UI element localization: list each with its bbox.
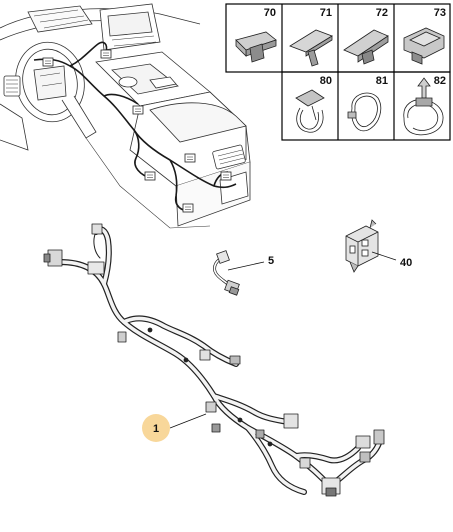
grid-cell-71: 71 [289, 7, 333, 67]
callout-1: 1 [153, 423, 159, 435]
arrow-cable-tie-icon [403, 77, 444, 136]
leader-line-1 [169, 413, 207, 429]
grid-cell-72: 72 [343, 7, 389, 65]
callout-1-highlight [142, 414, 170, 442]
callout-5: 5 [268, 255, 274, 267]
push-clip-icon [235, 31, 277, 63]
part-number-label: 71 [320, 7, 332, 19]
cable-tie-icon [347, 92, 382, 132]
main-harness [43, 223, 385, 497]
fir-tree-clip-icon [289, 29, 333, 67]
jumper-lead-part [213, 250, 240, 296]
grommet-clip-icon [403, 27, 445, 65]
grid-cell-81: 81 [347, 75, 388, 132]
part-number-label: 72 [376, 7, 388, 19]
grid-cell-82: 82 [403, 75, 446, 136]
cable-tie-mount-icon [295, 89, 325, 133]
bracket-part [345, 219, 379, 273]
part-number-label: 73 [434, 7, 446, 19]
part-number-label: 80 [320, 75, 332, 87]
part-number-label: 70 [264, 7, 276, 19]
leader-line-5 [227, 261, 265, 271]
callout-40: 40 [400, 257, 412, 269]
part-number-label: 82 [434, 75, 446, 87]
grid-cell-70: 70 [235, 7, 277, 63]
dashboard-console-illustration [0, 3, 251, 229]
part-number-label: 81 [376, 75, 388, 87]
parts-grid: 70 71 72 [225, 3, 451, 141]
leader-line-40 [371, 251, 397, 261]
edge-clip-icon [343, 29, 389, 65]
grid-cell-73: 73 [403, 7, 446, 65]
grid-cell-80: 80 [295, 75, 332, 133]
